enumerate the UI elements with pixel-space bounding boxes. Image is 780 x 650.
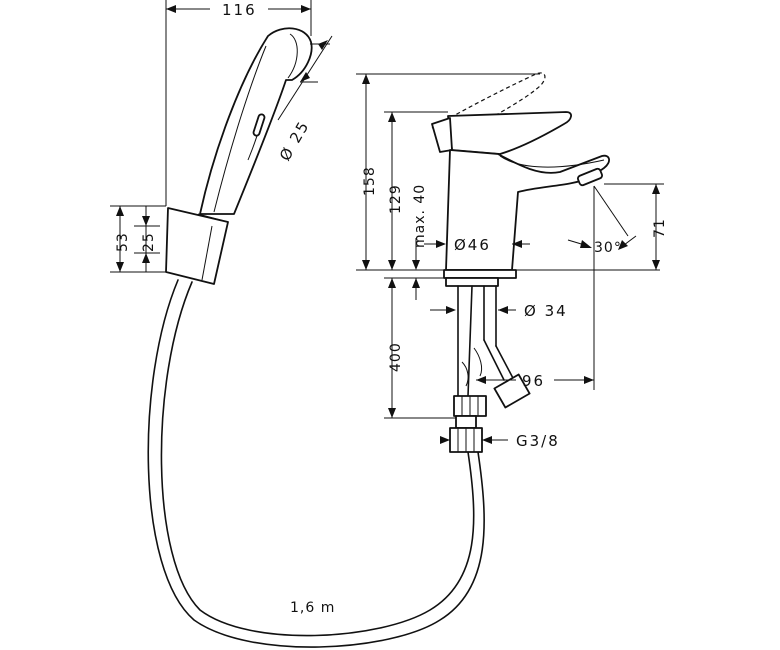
faucet [431,72,610,287]
hand-shower [199,27,313,215]
dim-96: 96 [476,186,595,390]
dim-30-angle: 30° [567,185,637,256]
shower-holder [165,207,229,285]
hose-length-label: 1,6 m [290,600,335,616]
dim-max-40-label: max. 40 [412,184,428,248]
dim-46-diameter: Ø46 [424,236,530,254]
dim-30-label: 30° [594,240,622,256]
dim-25-inner-label: 25 [141,232,157,252]
dim-thread: G3/8 [440,432,560,450]
supply-pipes [449,285,531,453]
dim-158: 158 [356,73,660,271]
thread-label: G3/8 [516,432,560,450]
dim-116-label: 116 [222,1,257,19]
dim-46-label: Ø46 [454,236,491,254]
dim-129: 129 [384,111,448,270]
dim-25-label: Ø 25 [276,117,313,164]
dim-53-label: 53 [115,232,131,252]
dim-116: 116 [165,0,312,206]
dim-400-label: 400 [388,342,404,372]
dim-71-label: 71 [652,218,668,238]
dim-34-diameter: Ø 34 [430,302,568,320]
dim-158-label: 158 [362,166,378,196]
shower-hose [147,279,485,648]
dim-96-label: 96 [522,372,545,390]
dim-34-label: Ø 34 [524,302,568,320]
dim-71: 71 [604,183,668,270]
dim-400: 400 [384,277,456,419]
dim-129-label: 129 [388,184,404,214]
dim-max-40: max. 40 [408,184,444,300]
dim-53-25: 53 25 [110,205,166,273]
